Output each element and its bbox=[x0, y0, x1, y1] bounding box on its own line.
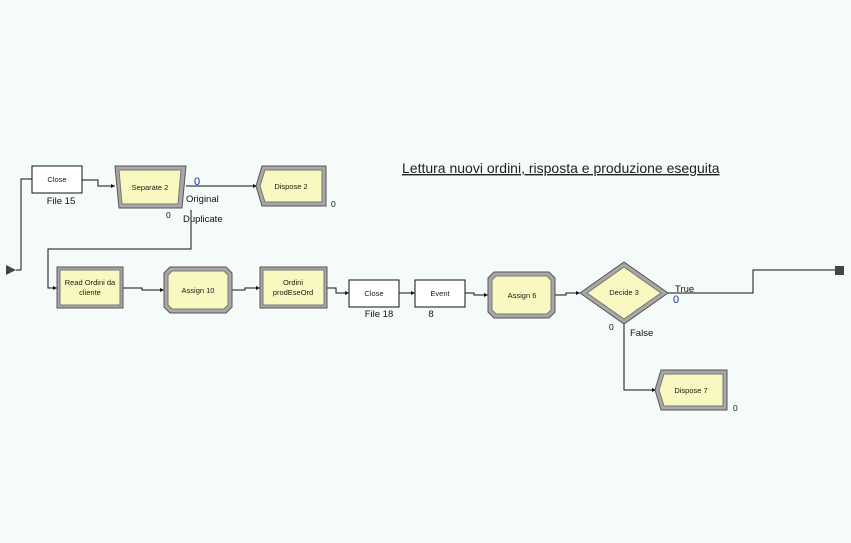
entry-point-icon[interactable] bbox=[6, 265, 16, 275]
assign6-module[interactable]: Assign 6 bbox=[487, 271, 556, 319]
assign6-label: Assign 6 bbox=[508, 291, 537, 300]
dispose2-counter: 0 bbox=[331, 199, 336, 209]
connector-close15-separate2[interactable] bbox=[82, 179, 115, 187]
dispose2-label: Dispose 2 bbox=[274, 182, 307, 191]
decide3-true-counter: 0 bbox=[673, 294, 679, 306]
close-file15-module[interactable]: Close File 15 bbox=[31, 165, 83, 207]
connectors bbox=[16, 178, 836, 392]
connector-event-assign6[interactable] bbox=[465, 292, 488, 296]
read-ordini-label-line2: cliente bbox=[79, 288, 101, 297]
connector-decide3-true-exit[interactable] bbox=[668, 269, 836, 294]
separate2-module[interactable]: Separate 2 0 0 Original Duplicate bbox=[114, 165, 223, 225]
dispose7-label: Dispose 7 bbox=[674, 386, 707, 395]
diagram-title: Lettura nuovi ordini, risposta e produzi… bbox=[402, 160, 720, 176]
decide3-false-label: False bbox=[630, 328, 653, 339]
event8-label: Event bbox=[430, 289, 450, 298]
close-file15-caption: File 15 bbox=[47, 196, 76, 207]
decide3-module[interactable]: Decide 3 True 0 False 0 bbox=[579, 261, 694, 339]
separate2-label: Separate 2 bbox=[132, 183, 169, 192]
decide3-false-counter: 0 bbox=[609, 322, 614, 332]
ordini-label-line1: Ordini bbox=[283, 278, 303, 287]
event8-module[interactable]: Event 8 bbox=[414, 279, 466, 320]
read-ordini-module[interactable]: Read Ordini da cliente bbox=[56, 266, 124, 309]
ordini-label-line2: prodEseOrd bbox=[273, 288, 313, 297]
dispose7-counter: 0 bbox=[733, 403, 738, 413]
separate2-port-original: Original bbox=[186, 194, 219, 205]
connector-ordini-close18[interactable] bbox=[327, 287, 349, 294]
decide3-label: Decide 3 bbox=[609, 288, 639, 297]
event8-caption: 8 bbox=[428, 309, 433, 320]
ordini-module[interactable]: Ordini prodEseOrd bbox=[259, 266, 328, 309]
assign10-label: Assign 10 bbox=[182, 286, 215, 295]
close-file15-label: Close bbox=[47, 175, 66, 184]
connector-decide3-false-dispose7[interactable] bbox=[623, 322, 656, 391]
connector-separate2-readordini[interactable] bbox=[47, 210, 192, 289]
read-ordini-label-line1: Read Ordini da bbox=[65, 278, 116, 287]
connector-assign6-decide3[interactable] bbox=[555, 292, 580, 296]
connector-assign10-ordini[interactable] bbox=[232, 287, 260, 291]
assign10-module[interactable]: Assign 10 bbox=[163, 266, 233, 314]
separate2-counter: 0 bbox=[194, 176, 200, 188]
decide3-true-label: True bbox=[675, 284, 694, 295]
connector-entry-close15[interactable] bbox=[16, 178, 32, 271]
close-file18-module[interactable]: Close File 18 bbox=[348, 279, 400, 320]
connector-readordini-assign10[interactable] bbox=[123, 287, 164, 291]
dispose7-module[interactable]: Dispose 7 0 bbox=[654, 369, 738, 413]
exit-point-icon[interactable] bbox=[835, 266, 844, 275]
close-file18-label: Close bbox=[364, 289, 383, 298]
dispose2-module[interactable]: Dispose 2 0 bbox=[255, 165, 336, 209]
separate2-counter-lower: 0 bbox=[166, 210, 171, 220]
close-file18-caption: File 18 bbox=[365, 309, 394, 320]
separate2-port-duplicate: Duplicate bbox=[183, 214, 223, 225]
